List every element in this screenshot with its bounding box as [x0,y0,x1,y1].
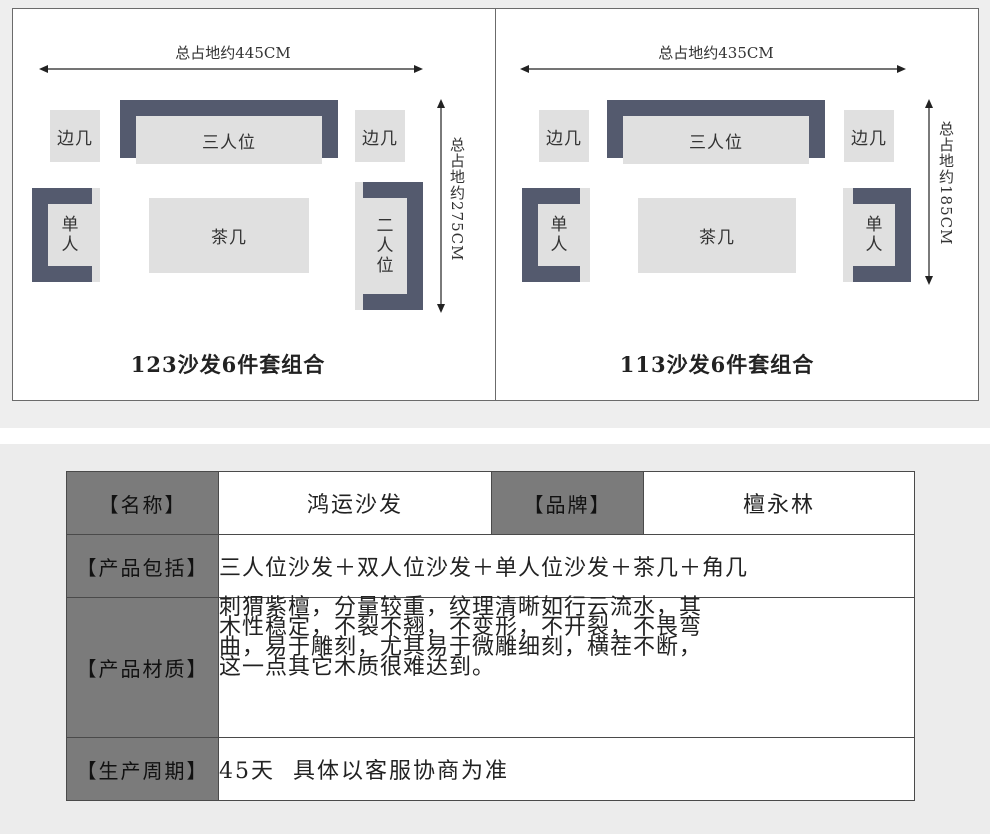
label-char: 位 [376,256,394,276]
depth-dimension-label: 总占地约275CM [448,137,466,262]
single-seat-left: 单 人 [522,188,590,282]
width-arrow-icon [520,65,906,73]
material-line: 木性稳定，不裂不翘，不变形，不开裂，不畏弯 [219,615,703,640]
single-arm-top [853,188,895,204]
label-char: 人 [865,235,883,255]
material-line: 这一点其它木质很难达到。 [219,655,496,680]
single-back [32,188,48,282]
single-seat-label: 单 人 [48,204,92,266]
includes-key: 【产品包括】 [66,534,219,598]
material-value: 刺猬紫檀，分量较重，纹理清晰如行云流水，其 木性稳定，不裂不翘，不变形，不开裂，… [218,595,915,738]
three-seat-sofa: 三人位 [607,100,825,164]
period-key: 【生产周期】 [66,737,219,801]
single-back [895,188,911,282]
three-seat-label: 三人位 [136,116,322,164]
single-arm-bottom [48,266,92,282]
layout-caption: 113沙发6件套组合 [619,352,815,377]
coffee-table: 茶几 [149,198,309,273]
sofa-back [120,100,338,116]
coffee-table: 茶几 [638,198,796,273]
depth-dimension-label: 总占地约185CM [937,121,955,246]
two-seat-arm-top [363,182,407,198]
separator-band [0,428,990,444]
material-line: 刺猬紫檀，分量较重，纹理清晰如行云流水，其 [219,595,703,620]
material-line: 曲，易于雕刻，尤其易于微雕细刻，横茬不断， [219,635,703,660]
layout-panel-113: 总占地约435CM 边几 三人位 边几 单 人 茶几 单 人 [495,8,979,401]
width-dimension-label: 总占地约435CM [658,44,774,62]
sofa-arm-right [809,116,825,158]
single-arm-bottom [853,266,895,282]
table-row: 【产品材质】 刺猬紫檀，分量较重，纹理清晰如行云流水，其 木性稳定，不裂不翘，不… [66,595,915,738]
label-char: 人 [61,235,79,255]
name-value: 鸿运沙发 [218,471,492,535]
label-char: 单 [61,215,79,235]
table-row: 【名称】 鸿运沙发 【品牌】 檀永林 [66,471,915,535]
depth-arrow-icon [925,99,933,285]
material-key: 【产品材质】 [66,597,219,738]
name-key: 【名称】 [66,471,219,535]
side-table-left: 边几 [50,110,100,162]
label-char: 二 [376,216,394,236]
includes-value: 三人位沙发＋双人位沙发＋单人位沙发＋茶几＋角几 [218,534,915,598]
period-value: 45天 具体以客服协商为准 [218,737,915,801]
sofa-back [607,100,825,116]
single-seat-right: 单 人 [843,188,911,282]
single-seat-label: 单 人 [538,204,580,266]
three-seat-label: 三人位 [623,116,809,164]
width-arrow-icon [39,65,423,73]
label-char: 人 [376,236,394,256]
brand-key: 【品牌】 [491,471,644,535]
sofa-arm-right [322,116,338,158]
label-char: 人 [550,235,568,255]
width-dimension-label: 总占地约445CM [175,44,291,62]
three-seat-sofa: 三人位 [120,100,338,164]
brand-value: 檀永林 [643,471,915,535]
side-table-right: 边几 [844,110,894,162]
layout-caption: 123沙发6件套组合 [130,352,326,377]
product-info-table: 【名称】 鸿运沙发 【品牌】 檀永林 【产品包括】 三人位沙发＋双人位沙发＋单人… [66,471,915,801]
two-seat-label: 二 人 位 [363,198,407,294]
label-char: 单 [865,215,883,235]
two-seat-back [407,182,423,310]
single-arm-top [538,188,580,204]
single-seat-left: 单 人 [32,188,100,282]
side-table-right: 边几 [355,110,405,162]
sofa-arm-left [607,116,623,158]
two-seat-arm-bottom [363,294,407,310]
two-seat-right: 二 人 位 [355,182,423,310]
sofa-arm-left [120,116,136,158]
single-arm-top [48,188,92,204]
single-arm-bottom [538,266,580,282]
side-table-left: 边几 [539,110,589,162]
single-back [522,188,538,282]
single-seat-label: 单 人 [853,204,895,266]
label-char: 单 [550,215,568,235]
layout-panel-123: 总占地约445CM 边几 三人位 边几 单 人 茶几 二 人 位 [12,8,496,401]
depth-arrow-icon [437,99,445,313]
table-row: 【产品包括】 三人位沙发＋双人位沙发＋单人位沙发＋茶几＋角几 [66,534,915,598]
table-row: 【生产周期】 45天 具体以客服协商为准 [66,737,915,801]
